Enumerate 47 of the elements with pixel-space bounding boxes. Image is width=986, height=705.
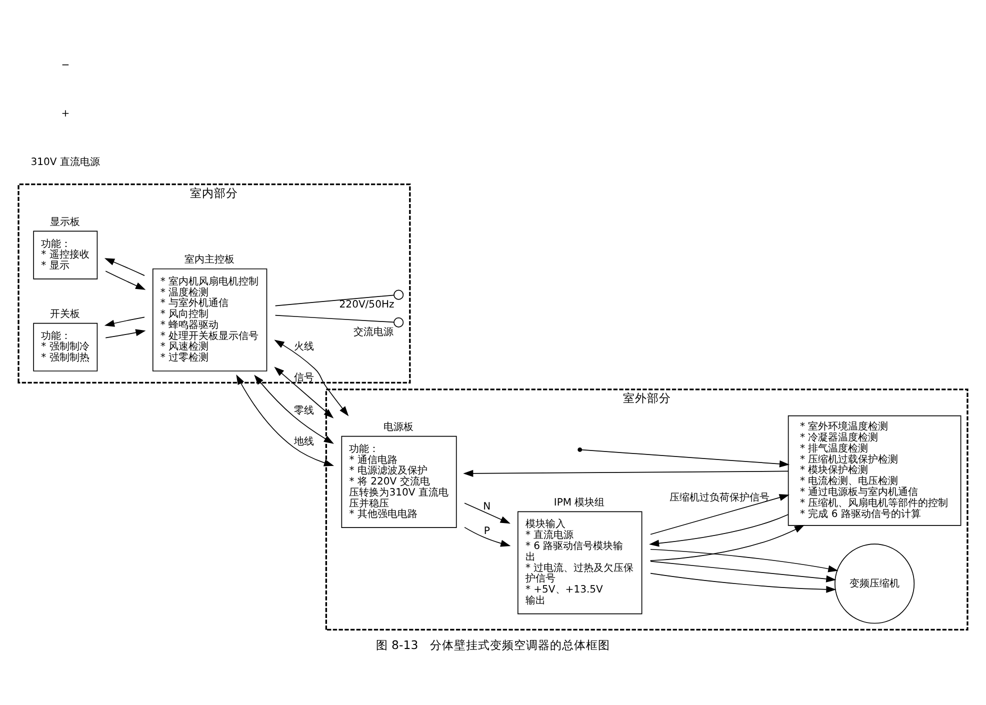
label: + [61,108,70,120]
arrow [650,548,838,572]
arrow [464,502,510,524]
label: − [61,60,70,71]
arrow [650,560,836,582]
node-circle [394,289,404,300]
edge-label: 零线 [294,404,314,416]
arrow [274,339,349,416]
arrow [649,514,789,546]
node-box: * 室内机风扇电机控制 * 温度检测 * 与室外机通信 * 风向控制 * 蜂鸣器驱动 * 处理开关板显示信号 * 风速检测 * 过零检测 [152,268,268,371]
node-circle: 变频压缩机 [834,543,915,624]
node-box: 功能： * 遥控接收 * 显示 [33,230,98,279]
edge-label: 压缩机过负荷保护信号 [669,492,770,503]
node-box: * 室外环境温度检测 * 冷凝器温度检测 * 排气温度检测 * 压缩机过载保护检测 * 模块保护检测 * 电流检测、电压检测 * 通过电源板与室内机通信 * 压缩机、风扇电机等部件的控制 * 完成 6 路驱动信号的计算 [788,414,962,526]
node-box: 功能： * 通信电路 * 电源滤波及保护 * 将 220V 交流电压转换为310V 直流电压并稳压 * 其他强电电路 [341,435,457,528]
label: 310V 直流电源 [30,156,100,168]
arrow [105,270,146,290]
node-box: 功能： * 强制制冷 * 强制制热 [33,322,98,371]
node-label: 电源板 [384,422,414,433]
node-box: 模块输入 * 直流电源 * 6 路驱动信号模块输出 * 过电流、过热及欠压保护信号 * +5V、+13.5V 输出 [517,510,642,614]
arrow [463,469,789,476]
arrow [274,366,334,418]
edge-label: N [483,501,491,512]
node-circle [394,316,404,327]
node-label: IPM 模块组 [554,496,605,508]
arrow [105,328,146,338]
arrow [104,316,145,326]
edge-label: 地线 [294,436,314,447]
arrow [581,448,790,467]
arrow [254,374,334,444]
arrow [650,572,836,592]
arrow [650,494,790,534]
edge-label: 火线 [294,341,314,352]
node-label: 220V/50Hz [339,298,394,310]
arrow [464,526,511,546]
node-label: 室内主控板 [184,254,234,266]
edge-label: P [484,525,490,536]
node-label: 开关板 [50,308,80,320]
edge-label: 信号 [294,372,314,384]
node-label: 交流电源 [353,326,394,338]
connector [274,294,394,306]
arrow [104,258,145,276]
caption: 图 8-13 分体壁挂式变频空调器的总体框图 [376,638,610,652]
arrow [650,524,805,561]
connector [274,314,394,322]
arrow [236,374,334,466]
node-label: 显示板 [50,216,80,228]
